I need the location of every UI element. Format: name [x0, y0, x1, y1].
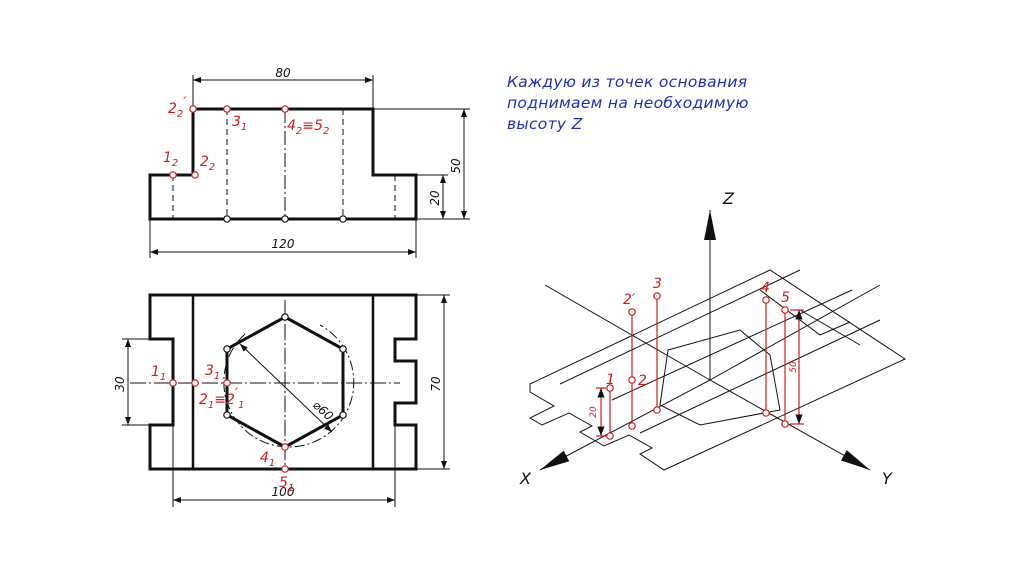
front-dimensions: [149, 75, 470, 258]
iso-axes: [539, 210, 881, 471]
label-1-front: 12: [163, 150, 178, 169]
top-outline: [148, 293, 418, 471]
top-view: ⌀60 30 70 100: [113, 293, 450, 507]
iso-label-4: 4: [761, 280, 770, 296]
label-2prime-front: 22′: [168, 95, 187, 120]
isometric-view: Z X Y 20 50: [519, 189, 907, 488]
dim-70: 70: [429, 376, 443, 392]
label-4-top: 41: [260, 450, 275, 469]
iso-label-2: 2: [638, 373, 647, 389]
iso-label-1: 1: [606, 372, 615, 388]
label-5-top: 51: [279, 475, 294, 494]
dim-100: 100: [272, 485, 295, 499]
label-2-top: 21≡2′1: [199, 386, 245, 411]
caption-line-1: Каждую из точек основания: [507, 73, 748, 91]
iso-label-2prime: 2′: [623, 292, 636, 308]
iso-label-5: 5: [781, 290, 790, 306]
top-dimensions: [122, 294, 450, 507]
iso-base: [528, 269, 907, 471]
label-4-5-front: 42≡52: [287, 118, 329, 137]
label-2-front: 22: [200, 154, 215, 173]
iso-dim-20: 20: [589, 406, 599, 418]
dim-120: 120: [272, 237, 295, 251]
dim-50: 50: [449, 158, 463, 174]
caption-line-2: поднимаем на необходимую: [507, 94, 749, 112]
caption-line-3: высоту Z: [507, 115, 583, 133]
axis-x-label: X: [519, 469, 532, 488]
axis-z-label: Z: [722, 189, 735, 208]
front-hidden-lines: [172, 109, 396, 219]
axis-y-label: Y: [882, 469, 893, 488]
label-1-top: 11: [151, 364, 166, 383]
dim-80: 80: [275, 66, 291, 80]
front-outline: [148, 107, 418, 221]
dim-30: 30: [113, 376, 127, 392]
front-points: [169, 105, 289, 179]
iso-points: [606, 292, 789, 440]
caption: Каждую из точек основания поднимаем на н…: [507, 72, 787, 135]
iso-dim-50: 50: [789, 361, 799, 373]
dim-20: 20: [428, 190, 442, 206]
iso-construction: [596, 296, 804, 437]
label-3-front: 31: [232, 114, 247, 133]
top-points: [169, 379, 289, 473]
iso-label-3: 3: [653, 276, 662, 292]
label-3-top: 31: [205, 363, 220, 382]
front-view: 80 120 50 20 22′ 31 42≡52 12: [148, 66, 470, 258]
